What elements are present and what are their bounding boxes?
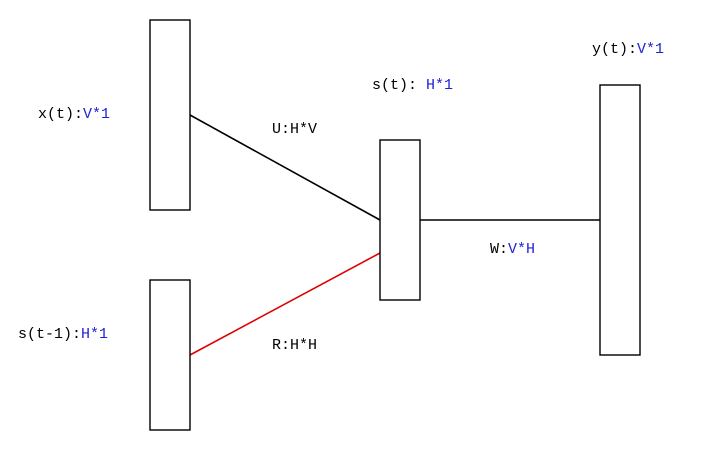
output-node-label: y(t):V*1 [592, 41, 664, 59]
input-node-label: x(t):V*1 [38, 106, 110, 124]
prev-state-node-name: s(t-1): [18, 326, 82, 343]
output-node-box [599, 84, 641, 356]
state-node-dim: H*1 [426, 77, 454, 94]
prev-state-node-label: s(t-1):H*1 [18, 326, 108, 344]
input-node-box [149, 19, 191, 211]
state-node-box [379, 139, 421, 301]
edge-prev-state-to-state [189, 252, 381, 356]
edge-input-to-state [189, 114, 381, 221]
input-node-name: x(t): [38, 106, 84, 123]
state-node-label: s(t): H*1 [372, 77, 453, 95]
output-node-name: y(t): [592, 41, 638, 58]
prev-state-node-box [149, 279, 191, 431]
edge-label-state-to-output-name: W: [490, 241, 509, 258]
input-node-dim: V*1 [83, 106, 111, 123]
output-node-dim: V*1 [637, 41, 665, 58]
edge-label-state-to-output-dim: V*H [508, 241, 536, 258]
edge-label-state-to-output: W:V*H [490, 241, 535, 259]
edge-label-input-to-state: U:H*V [272, 121, 318, 138]
prev-state-node-dim: H*1 [81, 326, 109, 343]
edge-label-prev-state-to-state: R:H*H [272, 337, 318, 354]
state-node-name: s(t): [372, 77, 427, 94]
